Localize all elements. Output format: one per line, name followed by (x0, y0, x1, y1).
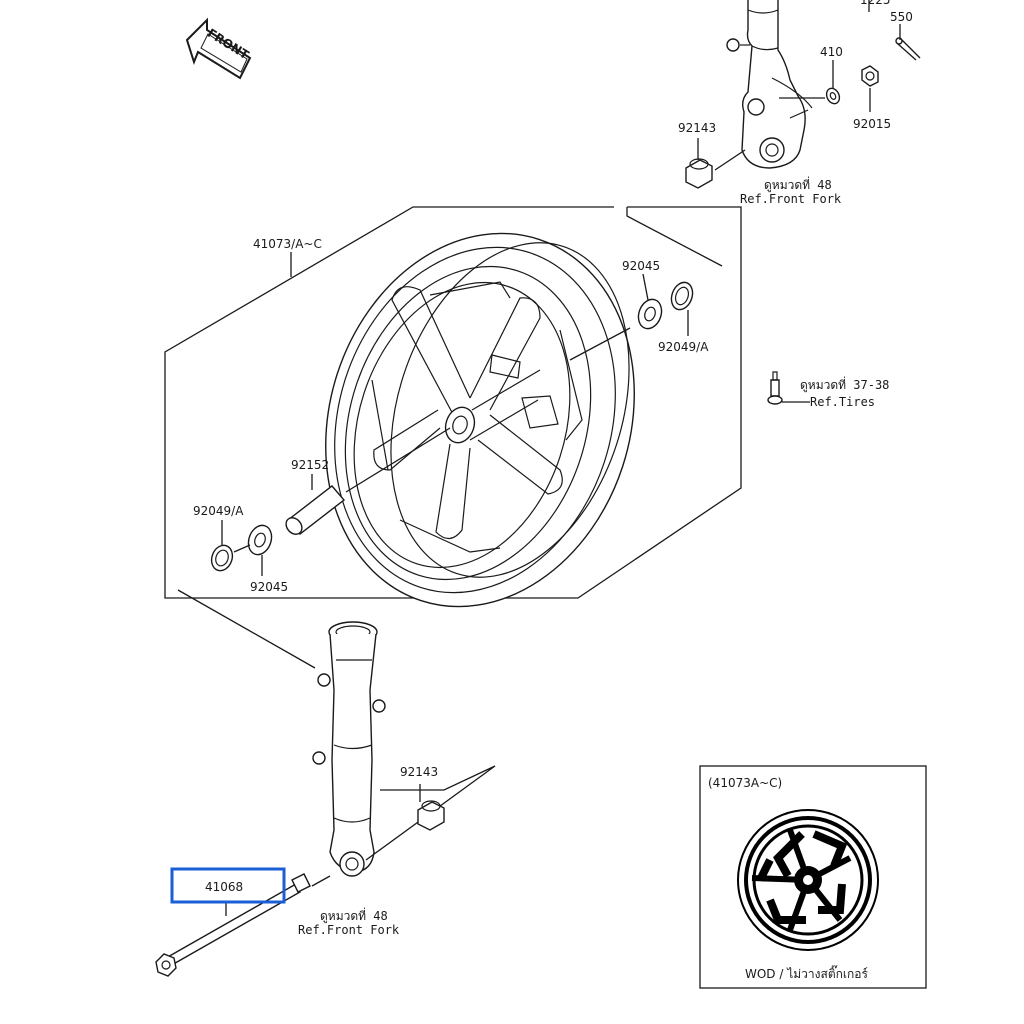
pin-550 (895, 37, 921, 61)
part-label-92049-left: 92049/A (193, 504, 244, 518)
part-label-92015: 92015 (853, 117, 891, 131)
front-arrow-icon: FRONT (185, 17, 252, 80)
ref-label-fork-bottom-en: Ref.Front Fork (298, 923, 400, 937)
wheel-rim (325, 232, 635, 608)
inset-caption: WOD / ไม่วางสติ๊กเกอร์ (745, 965, 868, 981)
ref-label-fork-bottom-th: ดูหมวดที่ 48 (320, 907, 388, 924)
spacer-92152 (285, 485, 346, 535)
part-label-92049-right: 92049/A (658, 340, 709, 354)
ref-label-fork-top-th: ดูหมวดที่ 48 (764, 176, 832, 193)
bearing-92045-right (637, 298, 663, 330)
seal-92049-right (670, 281, 694, 311)
highlight-41068-box (170, 867, 286, 904)
seal-92049-left (210, 544, 234, 572)
collar-92143-top (685, 158, 713, 189)
ref-label-fork-top-en: Ref.Front Fork (740, 192, 842, 206)
part-label-41068: 41068 (205, 880, 243, 894)
ref-label-tires-th: ดูหมวดที่ 37-38 (800, 376, 889, 393)
axle-41068 (155, 873, 311, 977)
bearing-92045-left (247, 524, 273, 556)
wheel-group-bracket (164, 206, 742, 599)
part-label-92143-bottom: 92143 (400, 765, 438, 779)
part-label-92143-top: 92143 (678, 121, 716, 135)
part-label-92045-left: 92045 (250, 580, 288, 594)
part-label-92152: 92152 (291, 458, 329, 472)
front-fork-top (726, 0, 813, 169)
inset-wheel-box (699, 765, 927, 989)
ref-label-tires-en: Ref.Tires (810, 395, 875, 409)
valve-icon (767, 371, 783, 405)
part-label-550: 550 (890, 10, 913, 24)
inset-title: (41073A~C) (708, 776, 782, 790)
washer-410 (825, 87, 841, 105)
front-fork-bottom (312, 621, 386, 877)
part-label-92045-right: 92045 (622, 259, 660, 273)
part-label-top-cut: 1225 (860, 0, 891, 7)
part-label-41073: 41073/A~C (253, 237, 322, 251)
collar-92143-bottom (417, 800, 445, 831)
part-label-410: 410 (820, 45, 843, 59)
nut-92015 (861, 65, 879, 87)
